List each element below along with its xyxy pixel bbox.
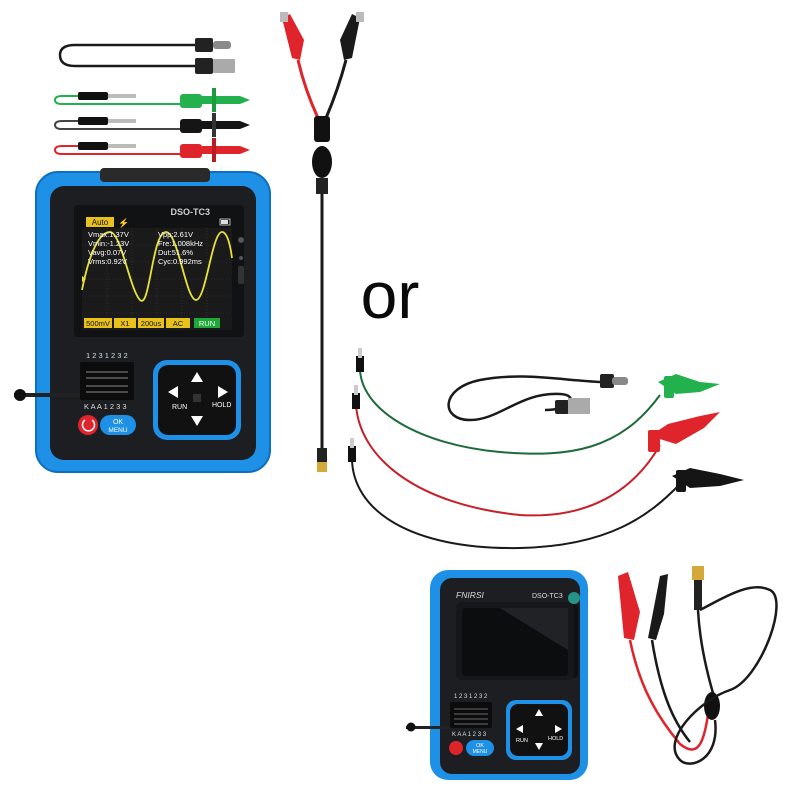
bar-probe-mult: X1 — [120, 319, 129, 328]
transistor-socket[interactable] — [80, 362, 134, 400]
reading-vavg: Vavg:0.07V — [88, 248, 126, 257]
mode-badge — [86, 217, 114, 227]
bar-coupling: AC — [173, 319, 184, 328]
trigger-icon: ⚡ — [118, 217, 129, 229]
socket-top-label-bottom: 1 2 3 1 2 3 2 — [454, 694, 488, 700]
black-probe-lead — [53, 113, 250, 137]
menu-label-bottom: MENU — [473, 749, 488, 755]
socket-bottom-label: K A A 1 2 3 3 — [84, 402, 127, 411]
reading-fre: Fre:1.008kHz — [158, 239, 203, 248]
battery-icon — [219, 218, 231, 226]
model-label: DSO-TC3 — [170, 207, 210, 217]
or-separator: or — [361, 258, 420, 332]
down-arrow-icon[interactable] — [191, 416, 203, 426]
hold-label-bottom: HOLD — [548, 736, 563, 742]
menu-label: MENU — [108, 427, 127, 434]
run-label-bottom: RUN — [516, 738, 528, 744]
power-button-bottom[interactable] — [449, 741, 463, 755]
usb-cable-straight — [58, 38, 235, 74]
green-probe-lead — [53, 88, 250, 112]
ok-label-bottom: OK — [476, 743, 484, 749]
direction-pad-bottom[interactable] — [510, 704, 568, 756]
bar-run-state: RUN — [199, 319, 215, 328]
left-arrow-icon[interactable] — [168, 386, 178, 398]
hold-label: HOLD — [212, 402, 231, 409]
model-label-bottom: DSO-TC3 — [532, 593, 563, 600]
oscilloscope-device-top: Auto ⚡ DSO-TC3 Vmax:1.37V Vmin:-1.23V Va… — [14, 168, 271, 473]
bar-volt-div: 500mV — [86, 319, 110, 328]
down-arrow-icon-bottom[interactable] — [535, 743, 543, 750]
reading-vpp: Vpp:2.61V — [158, 230, 193, 239]
ok-label: OK — [113, 419, 123, 426]
up-arrow-icon-bottom[interactable] — [535, 709, 543, 716]
ok-menu-button[interactable] — [100, 415, 136, 435]
reading-vmax: Vmax:1.37V — [88, 230, 129, 239]
run-label: RUN — [172, 404, 187, 411]
reading-cyc: Cyc:0.992ms — [158, 257, 202, 266]
reading-vrms: Vrms:0.92V — [88, 257, 127, 266]
red-hook-lead — [352, 385, 720, 517]
socket-lever[interactable] — [14, 393, 80, 397]
usb-cable-coiled — [447, 374, 628, 422]
left-arrow-icon-bottom[interactable] — [516, 725, 523, 733]
bnc-alligator-probe-coiled — [618, 566, 778, 765]
red-probe-lead — [53, 138, 250, 162]
transistor-socket-bottom[interactable] — [450, 702, 492, 728]
oscilloscope-device-bottom: FNIRSI DSO-TC3 1 2 3 1 2 3 2 K A A 1 2 3… — [406, 570, 588, 780]
green-hook-lead — [356, 348, 720, 455]
waveform-trace — [81, 231, 233, 302]
right-arrow-icon-bottom[interactable] — [555, 725, 562, 733]
socket-bottom-label-bottom: K A A 1 2 3 3 — [452, 732, 487, 738]
bnc-alligator-probe — [280, 12, 364, 472]
reading-vmin: Vmin:-1.23V — [88, 239, 129, 248]
mode-label: Auto — [92, 218, 109, 227]
up-arrow-icon[interactable] — [191, 372, 203, 382]
ok-menu-button-bottom[interactable] — [466, 740, 494, 756]
reading-dut: Dut:51.6% — [158, 248, 193, 257]
right-arrow-icon[interactable] — [218, 386, 228, 398]
bar-time-div: 200us — [141, 319, 162, 328]
black-hook-lead — [348, 438, 744, 550]
socket-top-label: 1 2 3 1 2 3 2 — [86, 351, 128, 360]
center-button[interactable] — [193, 394, 201, 402]
brand-label: FNIRSI — [456, 590, 485, 600]
